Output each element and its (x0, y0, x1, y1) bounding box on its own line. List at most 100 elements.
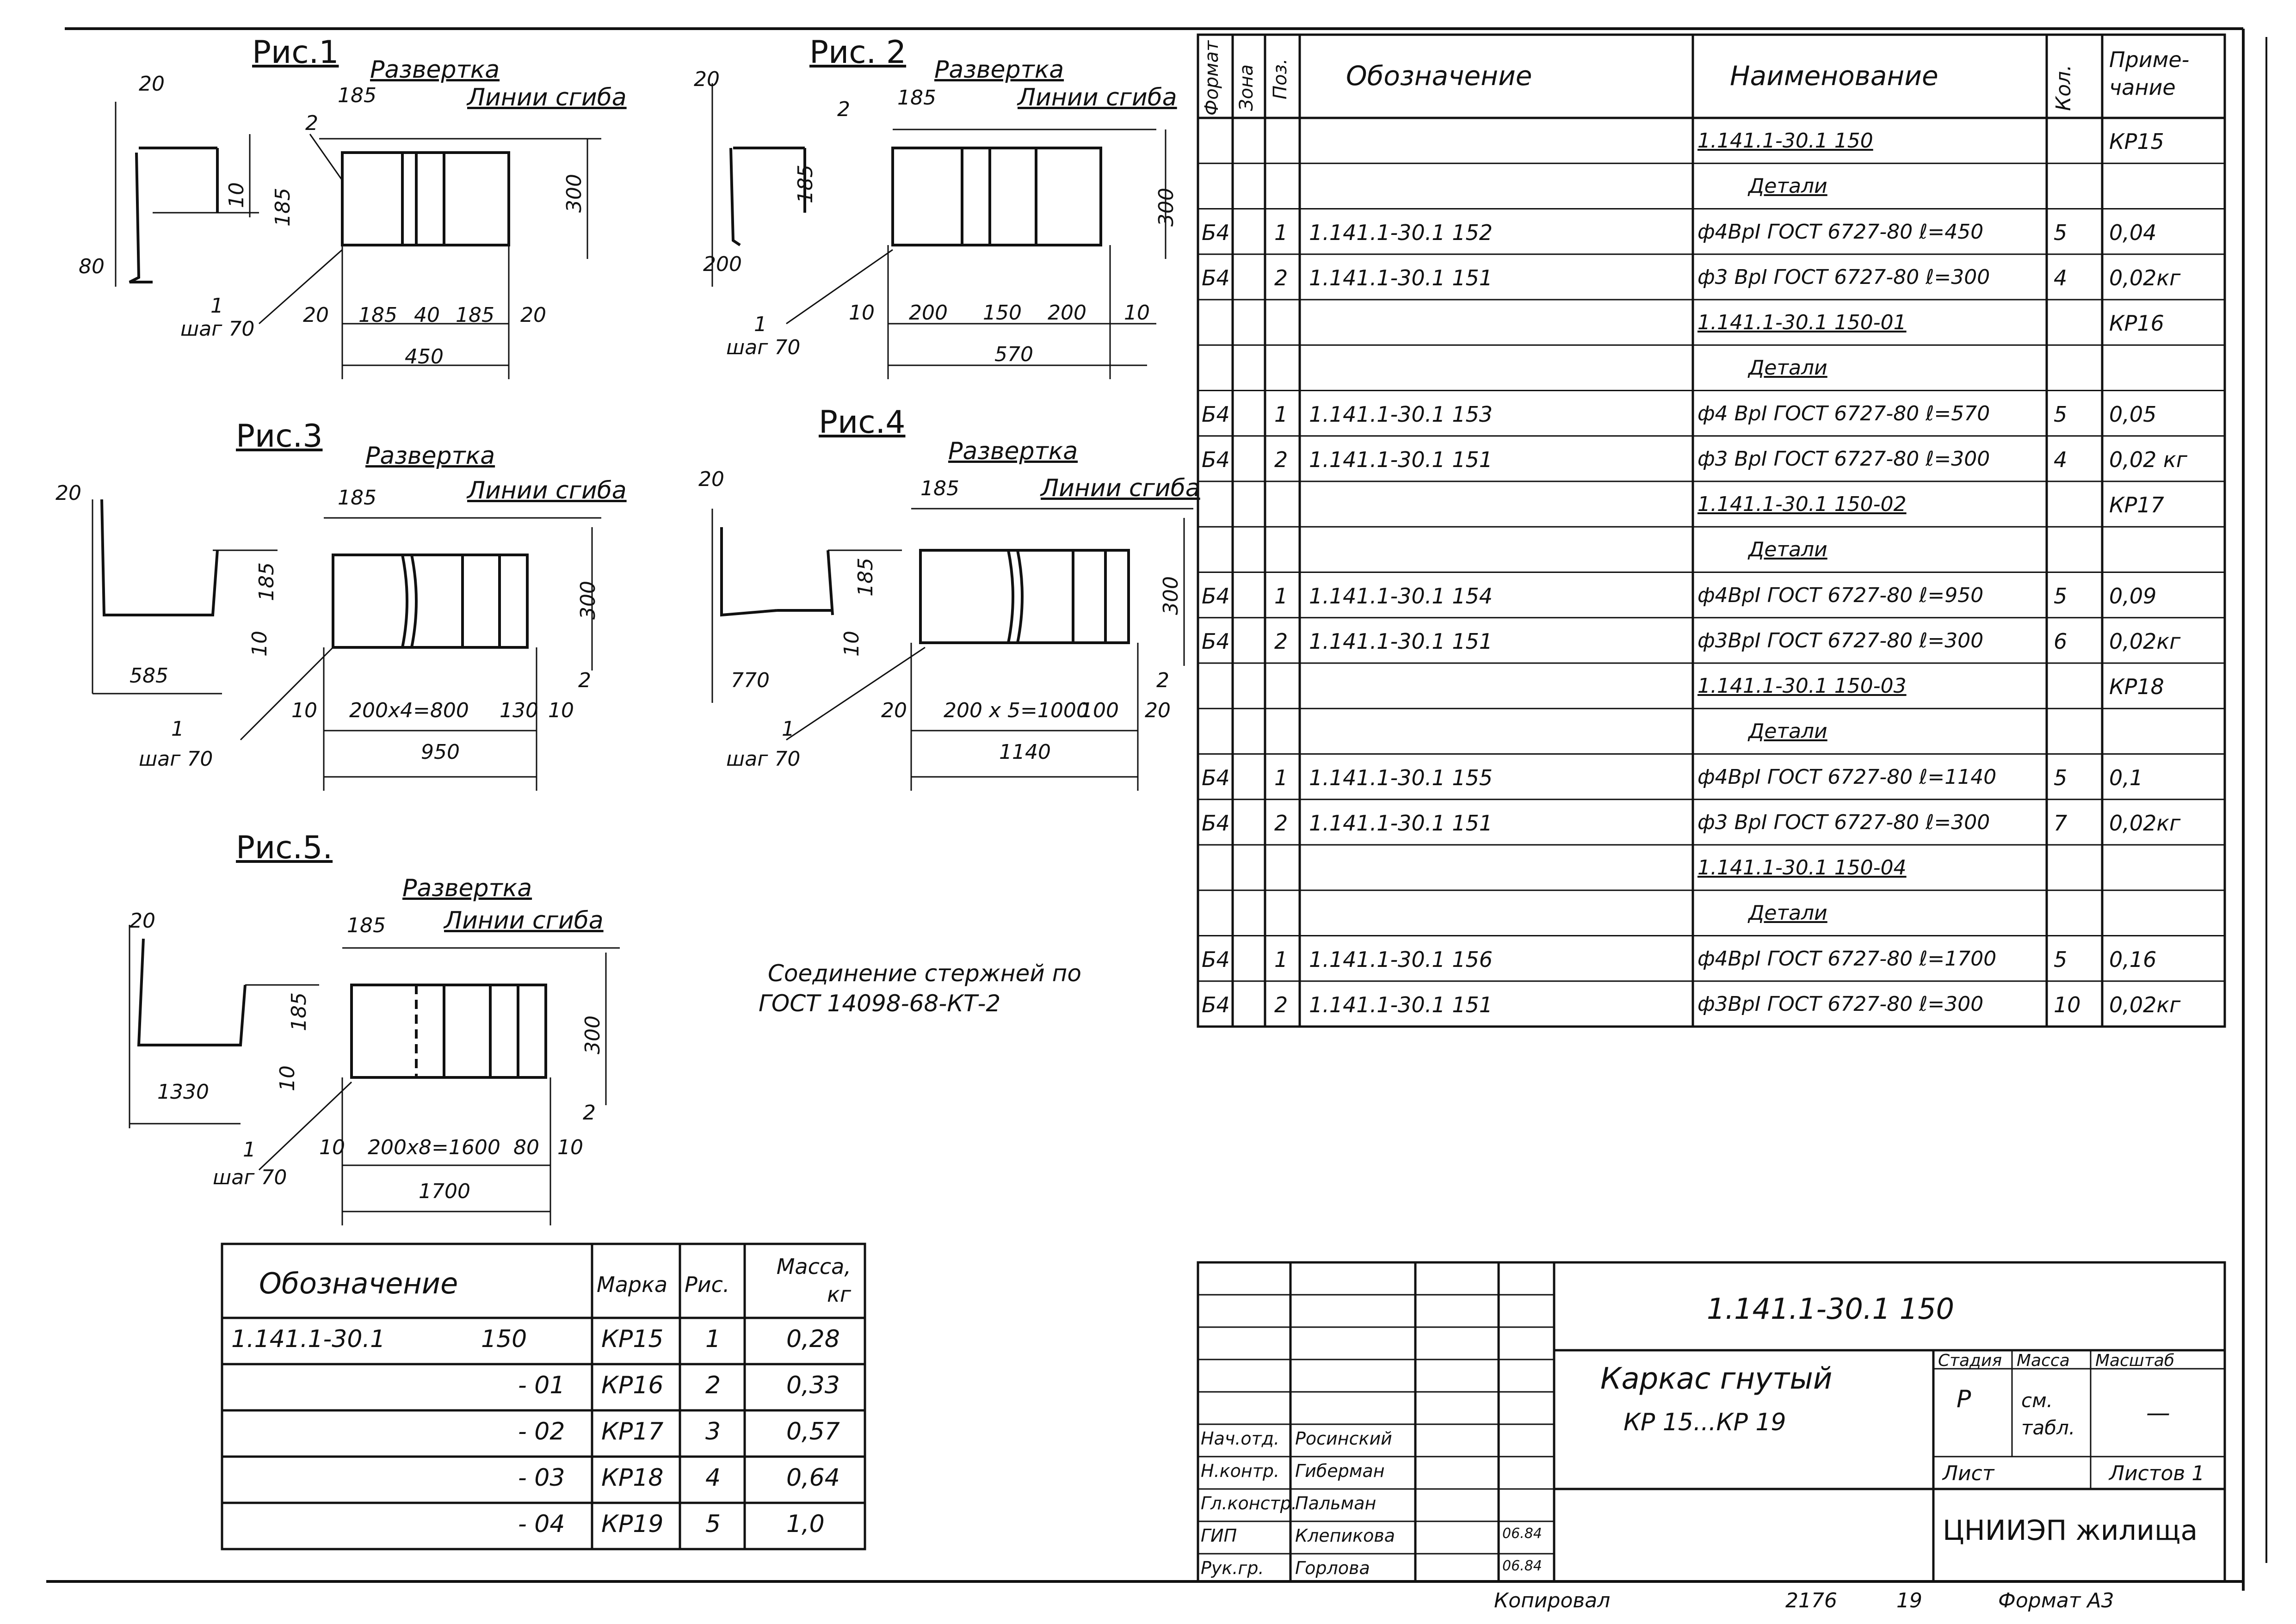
figure-5-drawing (129, 925, 620, 1225)
figure-2-title: Рис. 2 (809, 34, 907, 71)
dim: 1140 (999, 740, 1051, 764)
spec-cell-f: Б4 (1202, 265, 1230, 290)
spec-cell-prim: КР18 (2109, 674, 2164, 699)
spec-cell-f: Б4 (1202, 992, 1230, 1017)
tb-name-line1: Каркас гнутый (1600, 1362, 1833, 1396)
figure-4-drawing (711, 508, 1193, 791)
dim: 10 (557, 1136, 583, 1159)
tb-name: Гиберман (1295, 1461, 1385, 1481)
spec-cell-naim: Детали (1748, 356, 1827, 380)
dim: 100 (1080, 699, 1119, 722)
dim: 10 (319, 1136, 345, 1159)
spec-cell-kol: 4 (2054, 265, 2068, 290)
spec-cell-naim: 1.141.1-30.1 150-04 (1697, 856, 1907, 880)
spec-cell-kol: 7 (2054, 810, 2068, 836)
dim: 185 (271, 188, 295, 227)
tb-date: 06.84 (1502, 1558, 1542, 1574)
spec-cell-poz: 1 (1274, 401, 1288, 427)
mass-cell-massa: 1,0 (786, 1510, 825, 1538)
spec-cell-kol: 5 (2054, 947, 2068, 972)
mass-cell-ispolnenie: - 03 (518, 1464, 565, 1492)
dim: 300 (576, 581, 600, 620)
spec-cell-poz: 2 (1274, 265, 1288, 290)
figure-1-drawing (115, 102, 601, 379)
mass-cell-oboznachenie: 1.141.1-30.1 (231, 1325, 386, 1353)
figure-4-title: Рис.4 (819, 404, 906, 441)
mass-table-grid (221, 1243, 866, 1550)
spec-cell-naim: ф4ВрI ГОСТ 6727-80 ℓ=950 (1697, 583, 1984, 607)
dim: 2 (305, 111, 318, 135)
mass-header-massa: Масса, кг (776, 1254, 851, 1307)
dim: 185 (794, 165, 817, 203)
dim: 1 (171, 717, 184, 741)
spec-header-naimenovanie: Наименование (1730, 60, 1938, 92)
figure-4-razvertka: Развертка (948, 437, 1078, 465)
tb-massa: см. табл. (2021, 1389, 2075, 1439)
spec-cell-kol: 5 (2054, 583, 2068, 609)
figure-4-bend-lines: Линии сгиба (1041, 474, 1200, 502)
tb-name: Пальман (1295, 1493, 1376, 1513)
spec-cell-poz: 1 (1274, 947, 1288, 972)
spec-cell-prim: 0,04 (2109, 220, 2157, 245)
bottom-format: Формат А3 (1998, 1589, 2114, 1612)
mass-cell-ispolnenie: - 02 (518, 1418, 565, 1446)
spec-header-primechanie: Приме-чание (2109, 47, 2190, 100)
spec-cell-oboz: 1.141.1-30.1 151 (1309, 992, 1493, 1017)
spec-cell-oboz: 1.141.1-30.1 152 (1309, 220, 1493, 245)
dim: 200x4=800 (349, 699, 469, 722)
dim: шаг 70 (726, 747, 801, 771)
spec-cell-naim: Детали (1748, 174, 1827, 198)
figure-5-bend-lines: Линии сгиба (444, 907, 604, 935)
spec-header-poz: Поз. (1270, 58, 1291, 99)
dim: 300 (1159, 576, 1183, 615)
dim: 200x8=1600 (368, 1136, 500, 1159)
dim: 10 (248, 631, 272, 657)
spec-cell-poz: 2 (1274, 628, 1288, 654)
spec-cell-prim: 0,02кг (2109, 628, 2181, 654)
spec-cell-naim: 1.141.1-30.1 150-03 (1697, 674, 1907, 698)
dim: 185 (287, 992, 311, 1031)
spec-cell-naim: ф4 ВрI ГОСТ 6727-80 ℓ=570 (1697, 401, 1990, 425)
spec-cell-oboz: 1.141.1-30.1 151 (1309, 447, 1493, 472)
spec-cell-f: Б4 (1202, 583, 1230, 609)
mass-cell-massa: 0,64 (786, 1464, 840, 1492)
dim: 200 (909, 301, 948, 325)
bottom-kopiroval: Копировал (1494, 1589, 1611, 1612)
mass-cell-ris: 2 (705, 1372, 721, 1399)
spec-cell-prim: 0,02кг (2109, 265, 2181, 290)
spec-cell-poz: 1 (1274, 220, 1288, 245)
spec-cell-naim: ф3 ВрI ГОСТ 6727-80 ℓ=300 (1697, 447, 1990, 471)
dim: 300 (1154, 188, 1178, 227)
mass-cell-ris: 4 (705, 1464, 721, 1492)
mass-cell-ispolnenie: - 01 (518, 1372, 565, 1399)
figure-5-razvertka: Развертка (402, 874, 532, 902)
figure-1-title: Рис.1 (252, 34, 339, 71)
mass-cell-ris: 5 (705, 1510, 721, 1538)
spec-cell-poz: 1 (1274, 583, 1288, 609)
dim: 150 (983, 301, 1022, 325)
mass-cell-marka: КР17 (601, 1418, 664, 1446)
spec-cell-kol: 5 (2054, 220, 2068, 245)
spec-cell-poz: 1 (1274, 765, 1288, 790)
dim: 10 (1124, 301, 1150, 325)
spec-cell-prim: КР16 (2109, 311, 2164, 336)
spec-cell-kol: 5 (2054, 765, 2068, 790)
mass-header-ris: Рис. (685, 1272, 730, 1297)
tb-designation: 1.141.1-30.1 150 (1707, 1292, 1955, 1326)
figure-2-bend-lines: Линии сгиба (1018, 84, 1177, 111)
spec-cell-prim: 0,02кг (2109, 992, 2181, 1017)
spec-header-kol: Кол. (2052, 64, 2075, 111)
dim: шаг 70 (180, 317, 255, 341)
tb-name-line2: КР 15...КР 19 (1623, 1409, 1786, 1436)
dim: 10 (548, 699, 574, 722)
spec-cell-f: Б4 (1202, 628, 1230, 654)
spec-cell-naim: ф3ВрI ГОСТ 6727-80 ℓ=300 (1697, 628, 1984, 652)
figure-2-razvertka: Развертка (934, 56, 1064, 84)
spec-header-oboznachenie: Обозначение (1346, 60, 1532, 92)
spec-cell-naim: 1.141.1-30.1 150-01 (1697, 311, 1907, 334)
tb-date: 06.84 (1502, 1526, 1542, 1542)
tb-masshtab: — (2146, 1399, 2170, 1427)
dim: 20 (56, 481, 81, 505)
dim: 10 (840, 631, 864, 657)
spec-cell-prim: 0,09 (2109, 583, 2157, 609)
